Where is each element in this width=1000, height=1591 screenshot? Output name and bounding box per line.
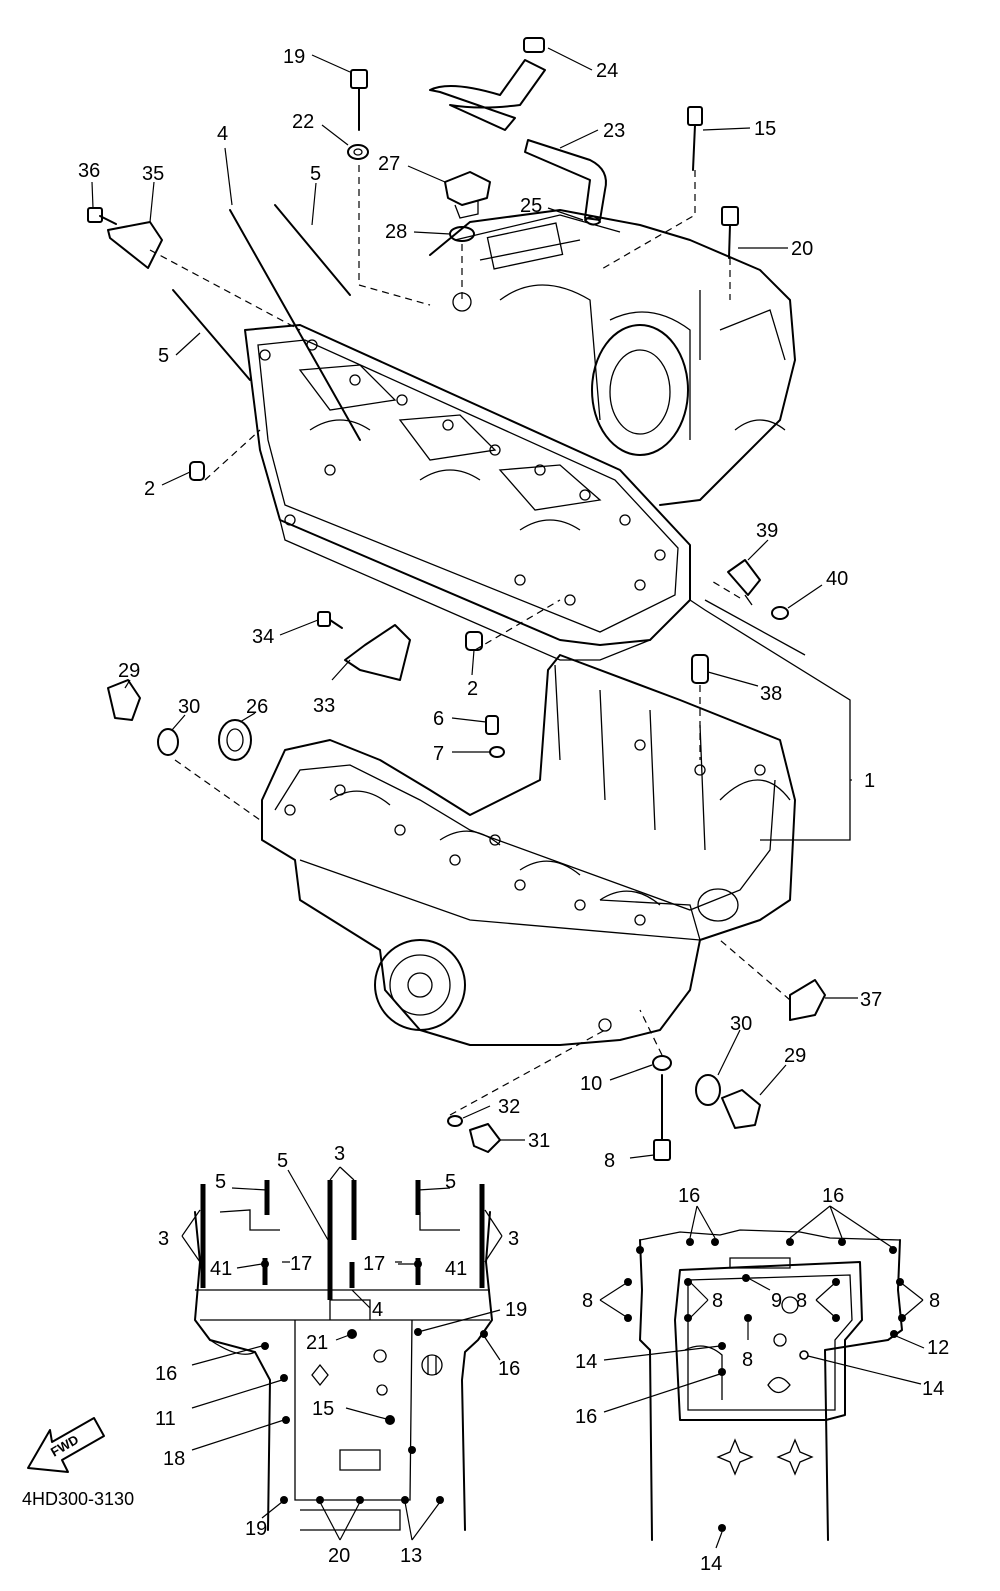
callout-25: 25: [520, 195, 542, 217]
lower-view-label-8: 8: [796, 1290, 807, 1312]
lower-view-label-8: 8: [582, 1290, 593, 1312]
diagram-code: 4HD300-3130: [22, 1489, 134, 1509]
callout-1: 1: [864, 770, 875, 792]
upper-view-label-18: 18: [163, 1448, 185, 1470]
callout-7: 7: [433, 743, 444, 765]
upper-view-label-5: 5: [277, 1150, 288, 1172]
lower-case-tightening-view: 16 16 8 8 9 8 8 12 14 8 14 16 14: [575, 1185, 949, 1575]
lower-view-label-12: 12: [927, 1337, 949, 1359]
callout-33: 33: [313, 695, 335, 717]
upper-view-label-3: 3: [508, 1228, 519, 1250]
callout-26: 26: [246, 696, 268, 718]
upper-view-label-15: 15: [312, 1398, 334, 1420]
upper-view-label-5: 5: [215, 1171, 226, 1193]
upper-view-label-16: 16: [155, 1363, 177, 1385]
callout-30: 30: [730, 1013, 752, 1035]
assembly-guide-lines: [149, 165, 851, 1116]
upper-view-label-16: 16: [498, 1358, 520, 1380]
upper-view-label-19: 19: [245, 1518, 267, 1540]
loose-parts: [87, 37, 826, 1161]
lower-view-label-8: 8: [712, 1290, 723, 1312]
lower-crankcase-drawing: [261, 654, 796, 1046]
callout-2: 2: [467, 678, 478, 700]
upper-view-label-5: 5: [445, 1171, 456, 1193]
callout-5: 5: [310, 163, 321, 185]
upper-crankcase-drawing: [244, 209, 796, 661]
callout-23: 23: [603, 120, 625, 142]
lower-view-label-8: 8: [929, 1290, 940, 1312]
callout-36: 36: [78, 160, 100, 182]
callout-leaders: [91, 47, 858, 1159]
callout-35: 35: [142, 163, 164, 185]
callout-39: 39: [756, 520, 778, 542]
upper-view-label-41: 41: [210, 1258, 232, 1280]
callout-31: 31: [528, 1130, 550, 1152]
callout-4: 4: [217, 123, 228, 145]
callout-27: 27: [378, 153, 400, 175]
lower-view-label-9: 9: [771, 1290, 782, 1312]
upper-view-label-17: 17: [363, 1253, 385, 1275]
callout-15: 15: [754, 118, 776, 140]
callout-8: 8: [604, 1150, 615, 1172]
callout-19: 19: [283, 46, 305, 68]
callout-20: 20: [791, 238, 813, 260]
callout-38: 38: [760, 683, 782, 705]
callout-5: 5: [158, 345, 169, 367]
callout-2: 2: [144, 478, 155, 500]
upper-view-label-21: 21: [306, 1332, 328, 1354]
callout-28: 28: [385, 221, 407, 243]
callout-29: 29: [118, 660, 140, 682]
upper-view-label-13: 13: [400, 1545, 422, 1567]
fwd-label: FWD: [48, 1432, 81, 1460]
upper-view-label-41: 41: [445, 1258, 467, 1280]
callout-24: 24: [596, 60, 618, 82]
upper-view-label-19: 19: [505, 1299, 527, 1321]
callout-10: 10: [580, 1073, 602, 1095]
callout-32: 32: [498, 1096, 520, 1118]
lower-view-label-8: 8: [742, 1349, 753, 1371]
upper-view-label-3: 3: [334, 1143, 345, 1165]
part-callouts: 19 24 22 23 15 27 4 5 36 35 25 28 20 5 2…: [78, 46, 882, 1172]
lower-view-label-14: 14: [575, 1351, 597, 1373]
upper-case-tightening-view: 5 3 5 3 5 3 3 41 17 17 41 4 19 21 16 16 …: [155, 1143, 527, 1567]
lower-view-label-16: 16: [822, 1185, 844, 1207]
upper-view-label-20: 20: [328, 1545, 350, 1567]
callout-29: 29: [784, 1045, 806, 1067]
lower-view-label-14: 14: [922, 1378, 944, 1400]
upper-view-label-3: 3: [158, 1228, 169, 1250]
lower-view-label-14: 14: [700, 1553, 722, 1575]
callout-34: 34: [252, 626, 274, 648]
callout-40: 40: [826, 568, 848, 590]
callout-37: 37: [860, 989, 882, 1011]
upper-view-label-11: 11: [155, 1408, 176, 1430]
lower-view-label-16: 16: [678, 1185, 700, 1207]
fwd-arrow-icon: FWD: [27, 1417, 105, 1473]
upper-view-label-17: 17: [290, 1253, 312, 1275]
lower-view-label-16: 16: [575, 1406, 597, 1428]
callout-22: 22: [292, 111, 314, 133]
callout-6: 6: [433, 708, 444, 730]
callout-30: 30: [178, 696, 200, 718]
upper-view-label-4: 4: [372, 1299, 383, 1321]
